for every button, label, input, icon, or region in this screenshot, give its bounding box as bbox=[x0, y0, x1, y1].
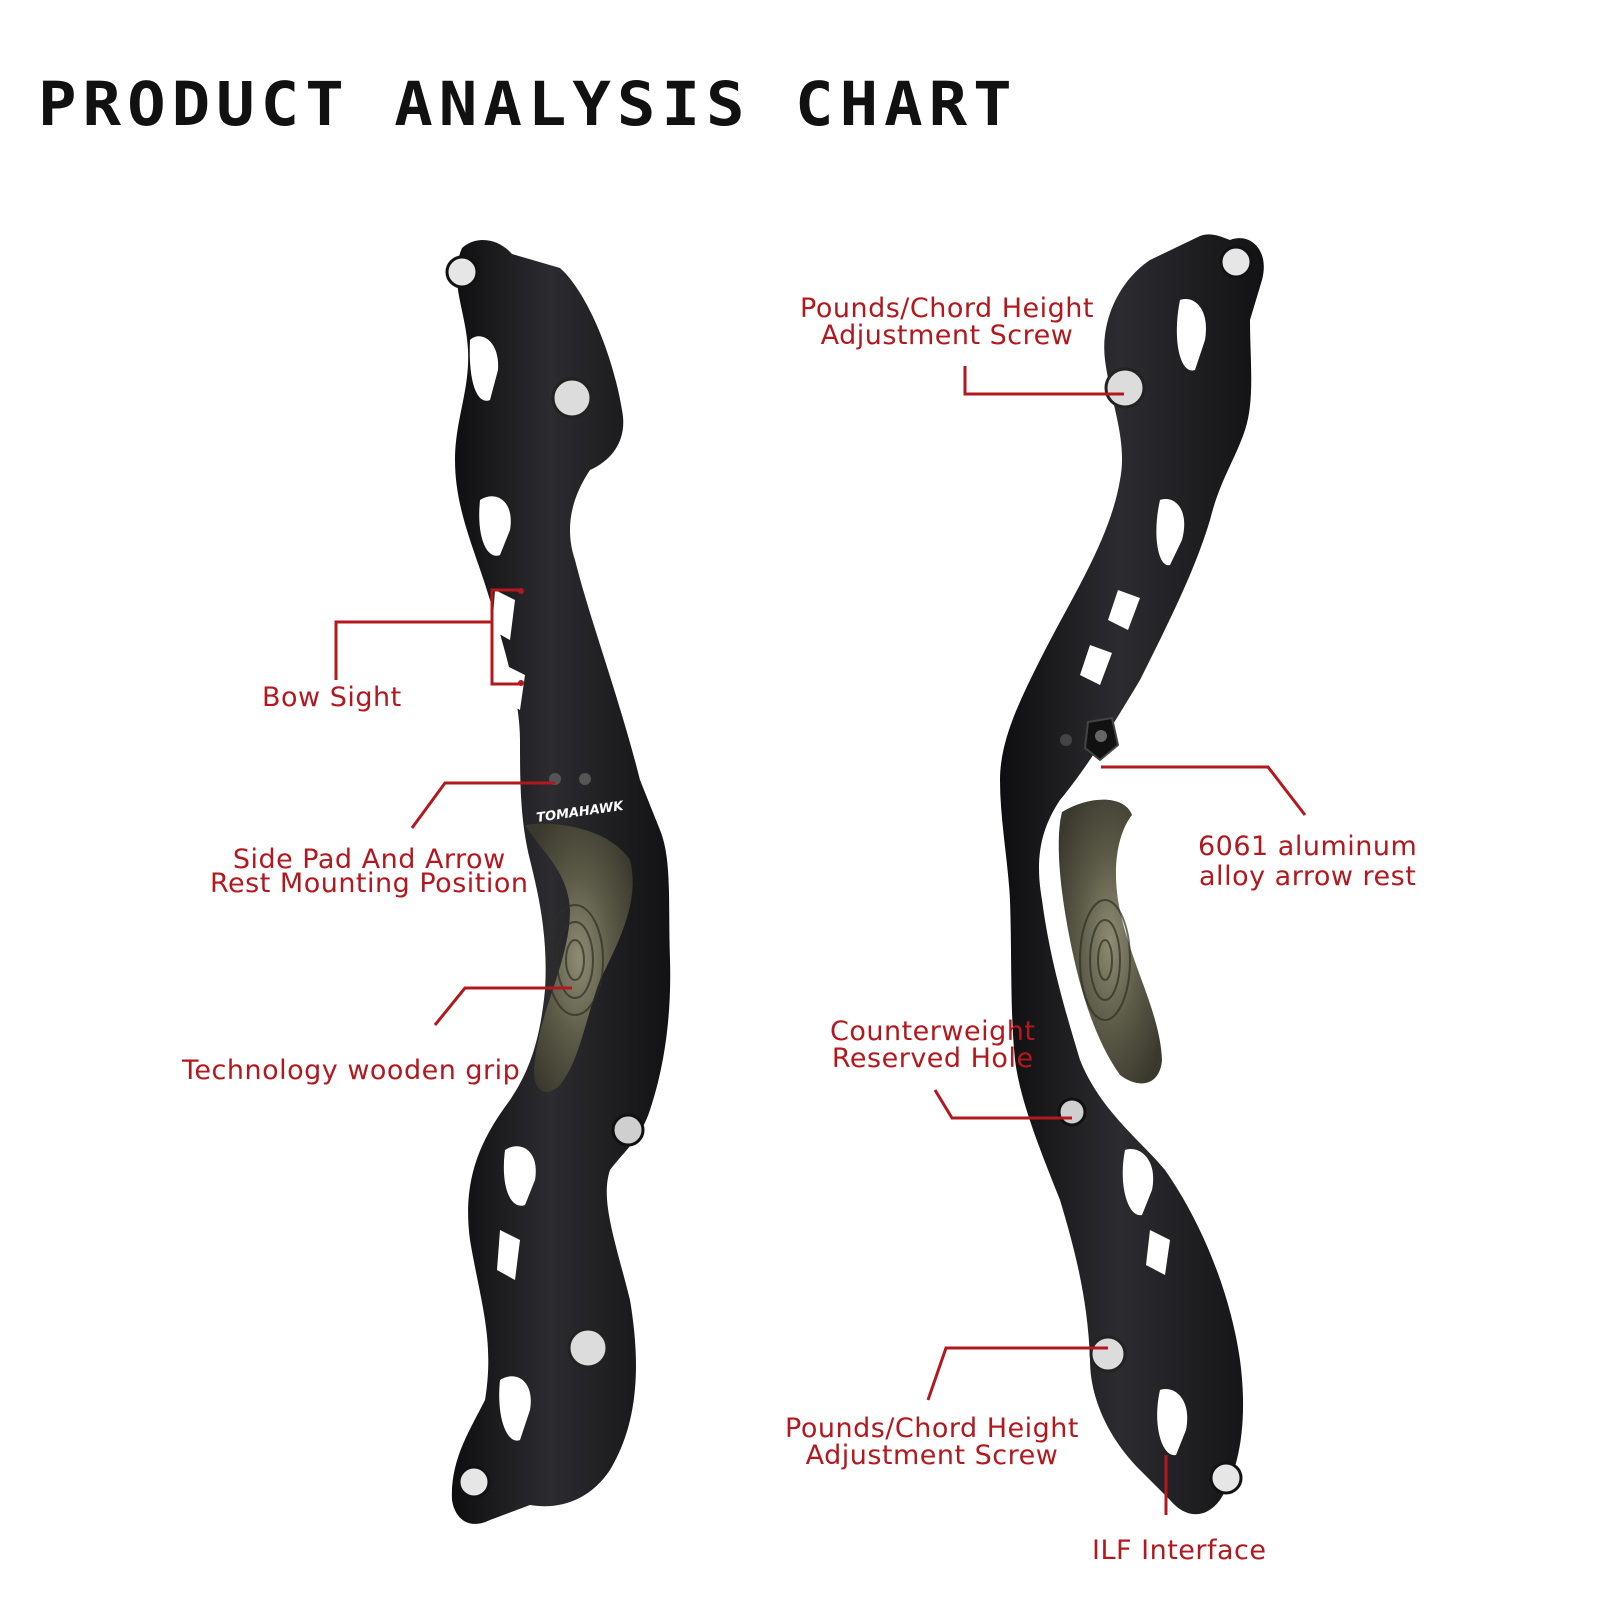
side-pad-leader bbox=[410, 781, 555, 829]
left-riser: TOMAHAWK bbox=[445, 240, 671, 1524]
ilf-label: ILF Interface bbox=[1092, 1536, 1267, 1566]
bow-sight-leader bbox=[334, 620, 492, 680]
wooden-grip-text: Technology wooden grip bbox=[182, 1055, 521, 1086]
side-pad-line2: Rest Mounting Position bbox=[210, 868, 529, 899]
side-pad-line1: Side Pad And Arrow bbox=[232, 844, 506, 875]
counterweight-line2: Reserved Hole bbox=[831, 1043, 1034, 1074]
top-screw-line1: Pounds/Chord Height bbox=[800, 293, 1094, 324]
bottom-screw-leader bbox=[926, 1346, 1108, 1401]
wooden-grip-leader bbox=[433, 986, 572, 1026]
bottom-screw-line1: Pounds/Chord Height bbox=[785, 1413, 1079, 1444]
arrow-rest-line1: 6061 aluminum bbox=[1198, 831, 1418, 862]
bottom-screw-label: Pounds/Chord Height Adjustment Screw bbox=[785, 1414, 1079, 1471]
counterweight-leader bbox=[933, 1089, 1072, 1120]
right-wooden-grip bbox=[1058, 799, 1162, 1084]
bow-sight-text: Bow Sight bbox=[262, 682, 402, 713]
left-wooden-grip bbox=[525, 823, 633, 1092]
right-riser-body bbox=[1000, 234, 1264, 1515]
callout-lines bbox=[334, 366, 1307, 1515]
arrow-rest-line2: alloy arrow rest bbox=[1199, 861, 1417, 892]
counterweight-line1: Counterweight bbox=[830, 1016, 1036, 1047]
top-screw-leader bbox=[963, 366, 1124, 396]
bottom-screw-line2: Adjustment Screw bbox=[805, 1440, 1059, 1471]
chart-title: PRODUCT analysis chart bbox=[38, 69, 1018, 141]
left-riser-body bbox=[451, 240, 671, 1524]
arrow-rest-label: 6061 aluminum alloy arrow rest bbox=[1198, 832, 1417, 892]
bow-sight-bracket bbox=[490, 588, 522, 686]
top-screw-label: Pounds/Chord Height Adjustment Screw bbox=[800, 294, 1094, 351]
ilf-text: ILF Interface bbox=[1092, 1535, 1267, 1566]
side-pad-label: Side Pad And Arrow Rest Mounting Positio… bbox=[210, 845, 528, 899]
bow-sight-label: Bow Sight bbox=[262, 683, 402, 713]
arrow-rest-leader bbox=[1101, 765, 1307, 816]
right-riser bbox=[1000, 234, 1264, 1515]
wooden-grip-label: Technology wooden grip bbox=[182, 1056, 520, 1086]
top-screw-line2: Adjustment Screw bbox=[820, 320, 1074, 351]
counterweight-label: Counterweight Reserved Hole bbox=[830, 1017, 1035, 1074]
